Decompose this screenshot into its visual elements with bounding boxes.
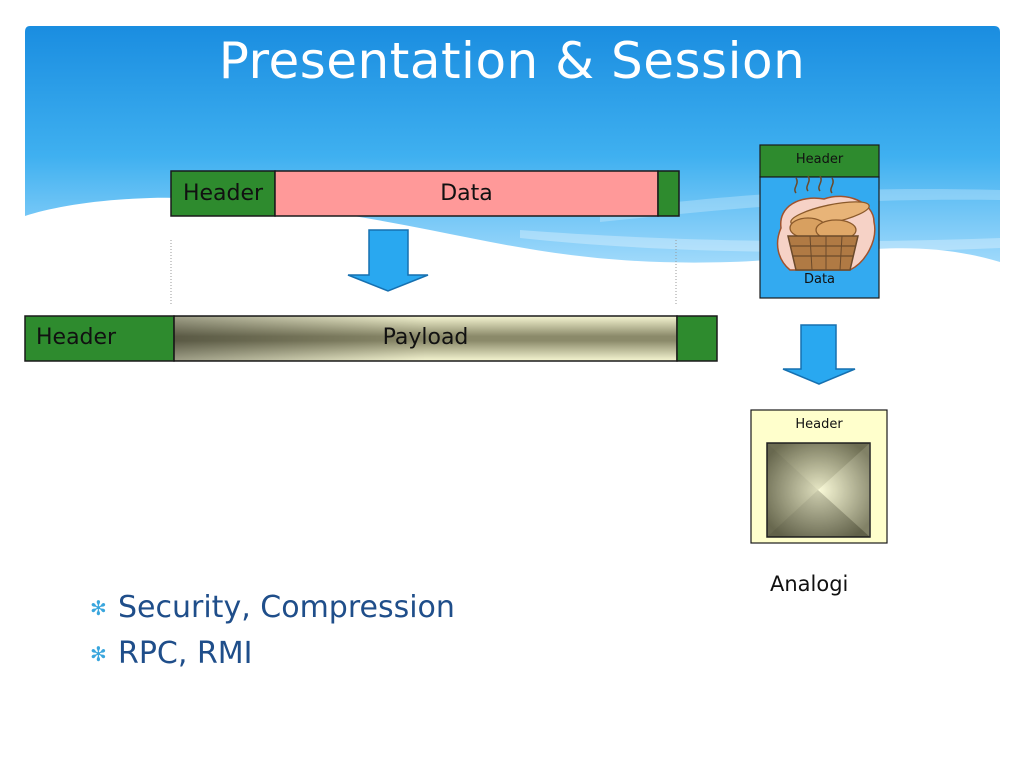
top-bar-header-label: Header [182,181,264,206]
top-bar-header-cell [170,170,276,217]
down-arrow-2 [782,324,856,385]
asterisk-bullet-icon: ✻ [90,642,107,666]
bottom-bar-trailer-cell [676,315,718,362]
bread-basket-icon [776,175,876,271]
top-bar-data-cell [274,170,659,217]
analogy-top-header-cell [759,144,880,178]
bottom-bar-payload-label: Payload [382,325,469,350]
bullet-text: RPC, RMI [118,636,253,671]
down-arrow-1 [347,229,429,292]
analogy-top-data-label: Data [803,272,836,287]
analogy-caption: Analogi [770,572,849,596]
top-bar-data-label: Data [440,181,493,206]
bullet-text: Security, Compression [118,590,455,625]
slide-title: Presentation & Session [218,32,806,90]
shaded-square-icon [766,442,871,538]
top-bar-trailer-cell [657,170,680,217]
analogy-bottom-header-label: Header [795,417,843,432]
bottom-bar-header-label: Header [36,325,117,350]
asterisk-bullet-icon: ✻ [90,596,107,620]
analogy-top-header-label: Header [795,152,844,167]
